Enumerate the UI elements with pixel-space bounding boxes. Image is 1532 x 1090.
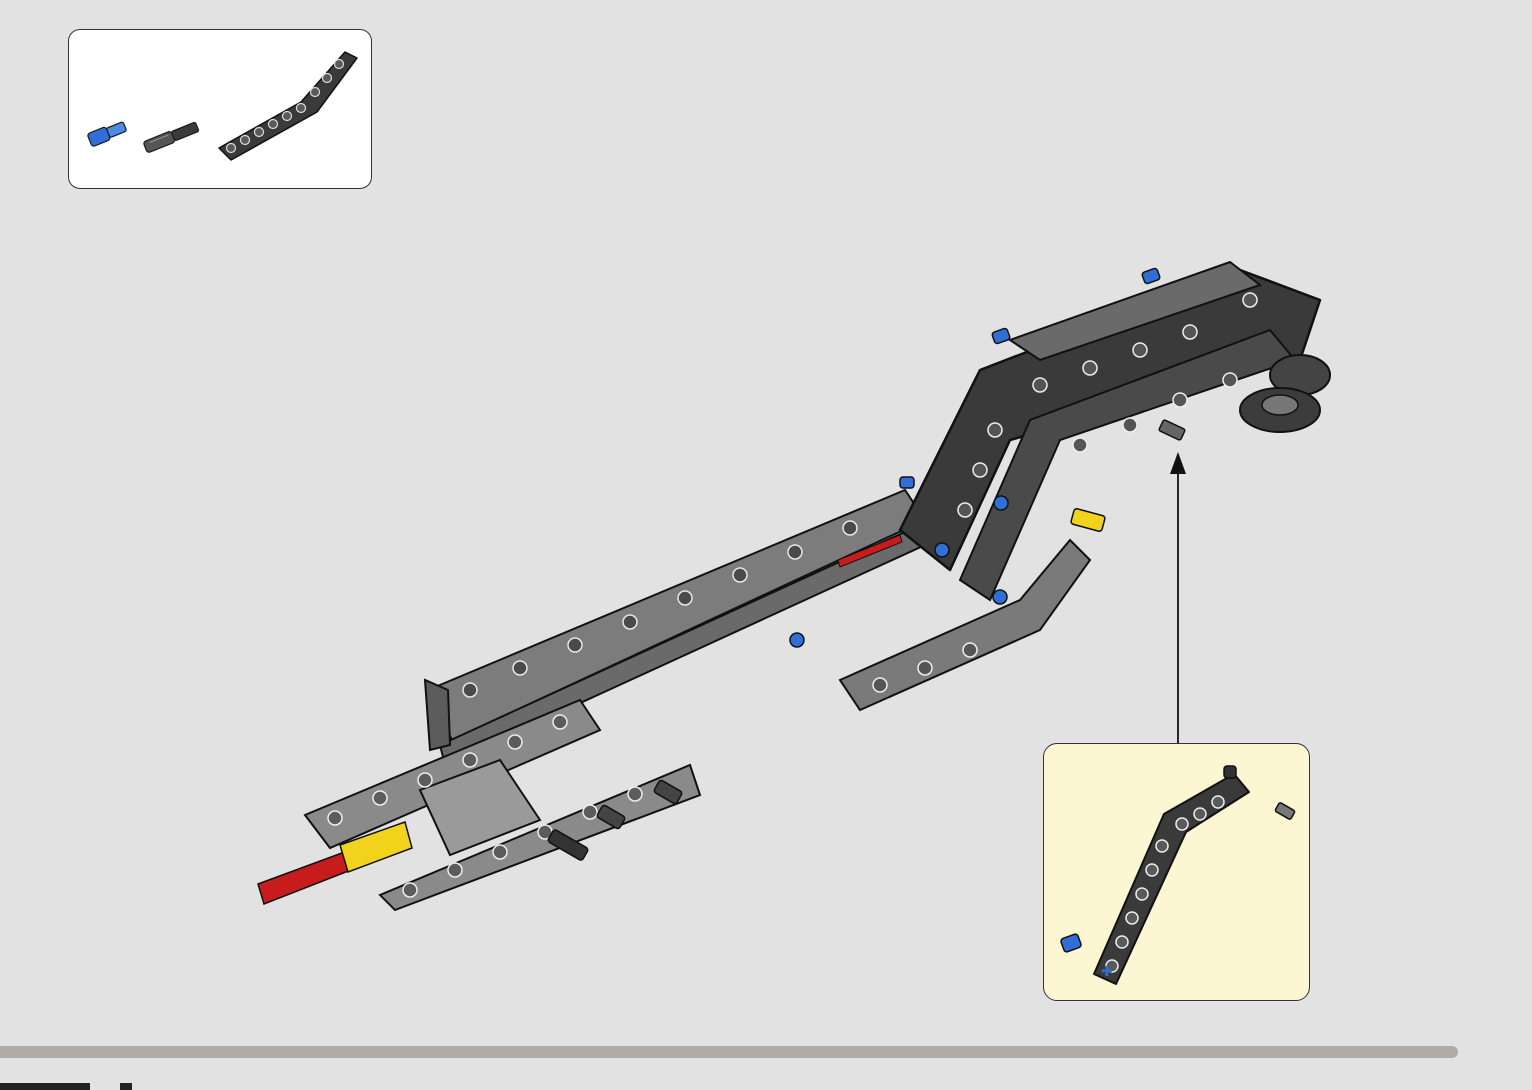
yellow-connector bbox=[1070, 508, 1105, 532]
lower-frame bbox=[305, 700, 700, 910]
placement-arrow bbox=[1170, 452, 1186, 743]
blue-cross-icon: ✚ bbox=[1101, 963, 1113, 979]
instruction-progress-bar bbox=[0, 1046, 1458, 1058]
page-marker-left bbox=[0, 1083, 90, 1090]
bent-beam-detail-icon: ✚ bbox=[1060, 766, 1295, 984]
page-marker-right bbox=[120, 1083, 132, 1090]
detail-callout-panel: ✚ bbox=[1043, 743, 1310, 1001]
detail-callout-art: ✚ bbox=[1044, 744, 1311, 1002]
long-beam-frame bbox=[425, 490, 925, 765]
